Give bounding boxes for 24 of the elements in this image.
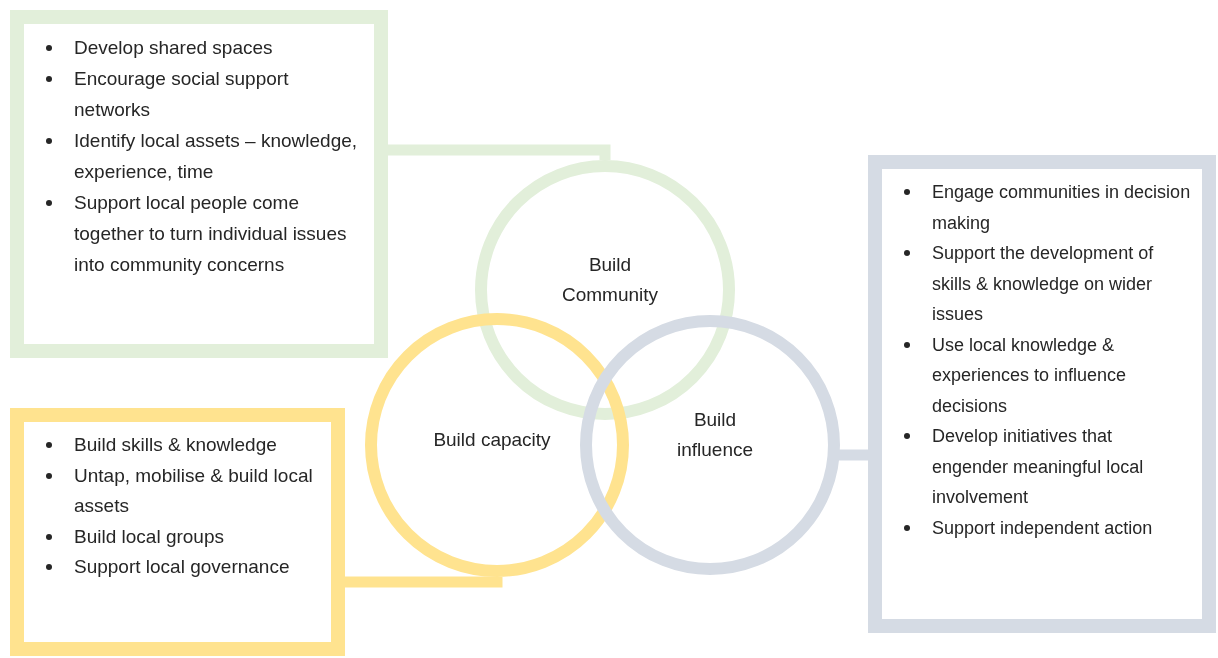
list-panel xyxy=(10,10,388,358)
connector-line xyxy=(345,576,503,588)
list-panel xyxy=(10,408,345,656)
bullet-item: Use local knowledge & experiences to influence decisions xyxy=(932,333,1128,418)
bullet-item: Develop shared spaces xyxy=(74,36,273,60)
bullet-item: Build skills & knowledge xyxy=(74,433,277,457)
circle-label: Build Community xyxy=(560,253,660,307)
bullet-item: Untap, mobilise & build local assets xyxy=(74,463,314,518)
circle-label: Build influence xyxy=(675,408,755,462)
circle-label: Build capacity xyxy=(432,428,552,452)
bullet-item: Support local governance xyxy=(74,555,290,579)
bullet-item: Develop initiatives that engender meaningful local involvement xyxy=(932,425,1145,509)
bullet-item: Encourage social support networks xyxy=(74,67,290,122)
bullet-item: Identify local assets – knowledge, experience, time xyxy=(74,129,359,184)
circle xyxy=(365,313,629,577)
connector-line xyxy=(388,144,611,160)
connector-line xyxy=(837,449,868,461)
bullet-item: Engage communities in decision making xyxy=(932,181,1192,235)
circle xyxy=(580,315,840,575)
bullet-item: Support independent action xyxy=(932,516,1153,540)
bullet-item: Support the development of skills & knowledge on wider issues xyxy=(932,242,1155,326)
bullet-item: Build local groups xyxy=(74,524,224,549)
bullet-item: Support local people come together to turn individual issues into community concerns xyxy=(74,191,348,277)
list-panel xyxy=(868,155,1216,633)
